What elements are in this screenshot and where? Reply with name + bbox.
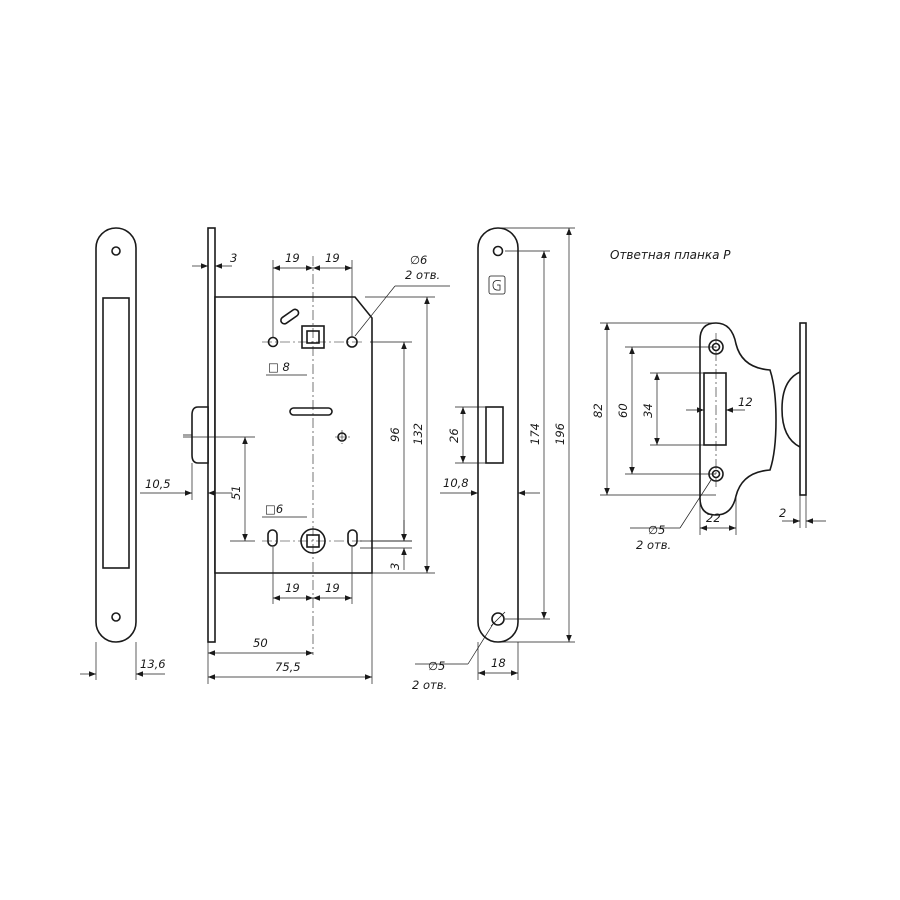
- top-19-right-label: 19: [325, 251, 340, 265]
- faceplate-side-view: 13,6: [80, 227, 166, 680]
- dim-51-label: 51: [229, 485, 243, 500]
- dim-174-label: 174: [528, 423, 542, 445]
- square-8-label: □ 8: [268, 360, 290, 374]
- strike-2-label: 2: [779, 506, 786, 520]
- depth-75-5-label: 75,5: [275, 660, 301, 674]
- strike-plate-title: Ответная планка Р: [610, 248, 731, 262]
- dim-3-bottom-label: 3: [388, 563, 402, 570]
- top-19-left-label: 19: [285, 251, 300, 265]
- front-width-18-label: 18: [491, 656, 506, 670]
- strike-12-label: 12: [738, 395, 753, 409]
- dim-26-label: 26: [447, 428, 461, 443]
- strike-hole-d5-label: ∅5: [648, 523, 665, 537]
- offset-3-label: 3: [230, 251, 237, 265]
- bottom-19-left-label: 19: [285, 581, 300, 595]
- backset-50-label: 50: [253, 636, 268, 650]
- strike-60-label: 60: [616, 403, 630, 418]
- bottom-19-right-label: 19: [325, 581, 340, 595]
- strike-82-label: 82: [591, 403, 605, 418]
- faceplate-thickness-label: 13,6: [140, 657, 166, 671]
- lock-body-view: 3 19 19 ∅6 2 отв. □ 8 96 132 51 1: [140, 227, 450, 684]
- faceplate-front-view: 26 10,8 174 196 18 ∅5 2 отв.: [412, 227, 575, 692]
- strike-34-label: 34: [641, 403, 655, 418]
- hole-d5-front-label: ∅5: [428, 659, 445, 673]
- hole-d5-front-count-label: 2 отв.: [412, 678, 447, 692]
- strike-plate-view: Ответная планка Р 82 60 34 12 22: [591, 248, 826, 552]
- G-logo: [488, 275, 506, 295]
- dim-10-8-label: 10,8: [443, 476, 469, 490]
- square-6-label: □6: [265, 502, 283, 516]
- hole-d6-count-label: 2 отв.: [405, 268, 440, 282]
- dim-10-5-label: 10,5: [145, 477, 171, 491]
- dim-132-label: 132: [411, 423, 425, 445]
- strike-hole-count-label: 2 отв.: [636, 538, 671, 552]
- strike-22-label: 22: [706, 511, 721, 525]
- dim-196-label: 196: [553, 423, 567, 445]
- dim-96-label: 96: [388, 427, 402, 442]
- hole-d6-label: ∅6: [410, 253, 427, 267]
